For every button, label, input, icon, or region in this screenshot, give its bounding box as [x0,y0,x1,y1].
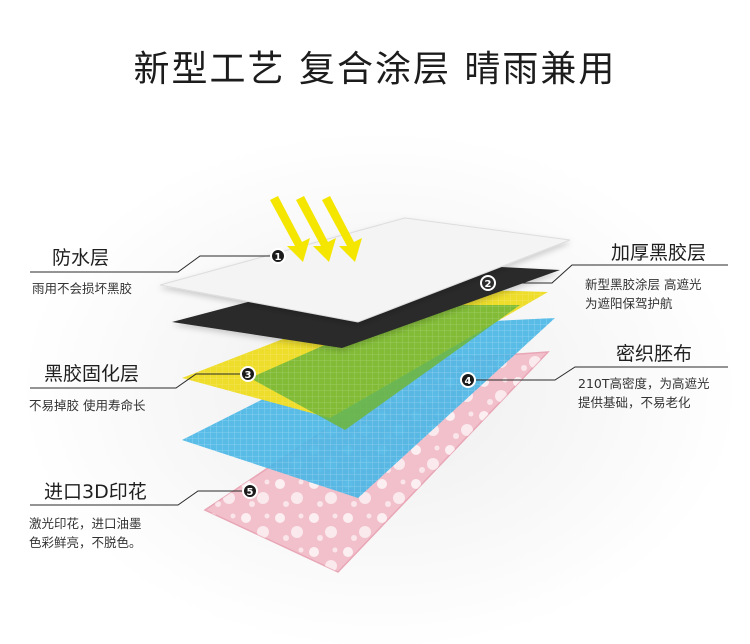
sunlight-arrows-icon [270,196,362,262]
layer-1-desc-line-1: 雨用不会损坏黑胶 [32,281,133,296]
sun-arrow-1 [270,196,310,262]
layer-3-desc-line-1: 不易掉胶 使用寿命长 [29,398,146,413]
marker-3: 3 [240,366,256,382]
layer-4-name: 密织胚布 [615,343,692,365]
leader-line-3 [30,373,248,389]
layer-1-name: 防水层 [52,247,110,269]
layer-5-desc-line-1: 激光印花，进口油墨 [29,516,142,531]
leader-line-1 [30,255,278,273]
leader-line-5 [30,490,250,506]
leader-lines [30,255,728,506]
sun-arrow-3 [322,196,362,262]
layer-2-desc-line-2: 为遮阳保驾护航 [585,296,673,311]
layer-4-desc-line-2: 提供基础，不易老化 [578,395,691,410]
marker-5-number: 5 [247,487,254,498]
layer-2-desc-line-1: 新型黑胶涂层 高遮光 [585,277,702,292]
marker-1-number: 1 [275,252,282,263]
marker-4: 4 [460,372,476,388]
page-title: 新型工艺 复合涂层 晴雨兼用 [133,49,617,90]
curing-layer [182,288,548,430]
layer-2-name: 加厚黑胶层 [610,242,706,264]
layer-5-desc-line-2: 色彩鲜亮，不脱色。 [29,535,142,550]
layer-5-name: 进口3D印花 [44,481,147,503]
leader-line-2 [488,264,728,284]
marker-2-number: 2 [485,279,492,290]
curing-layer-grid [182,288,548,418]
sun-arrow-2 [296,196,336,262]
leader-line-4 [468,366,728,381]
layer-4-desc-line-1: 210T高密度，为高遮光 [578,376,710,391]
marker-1: 1 [270,248,286,264]
marker-3-number: 3 [245,370,252,381]
marker-2: 2 [480,275,496,291]
layer-3-name: 黑胶固化层 [44,363,140,385]
marker-4-number: 4 [465,376,472,387]
marker-5: 5 [242,483,258,499]
